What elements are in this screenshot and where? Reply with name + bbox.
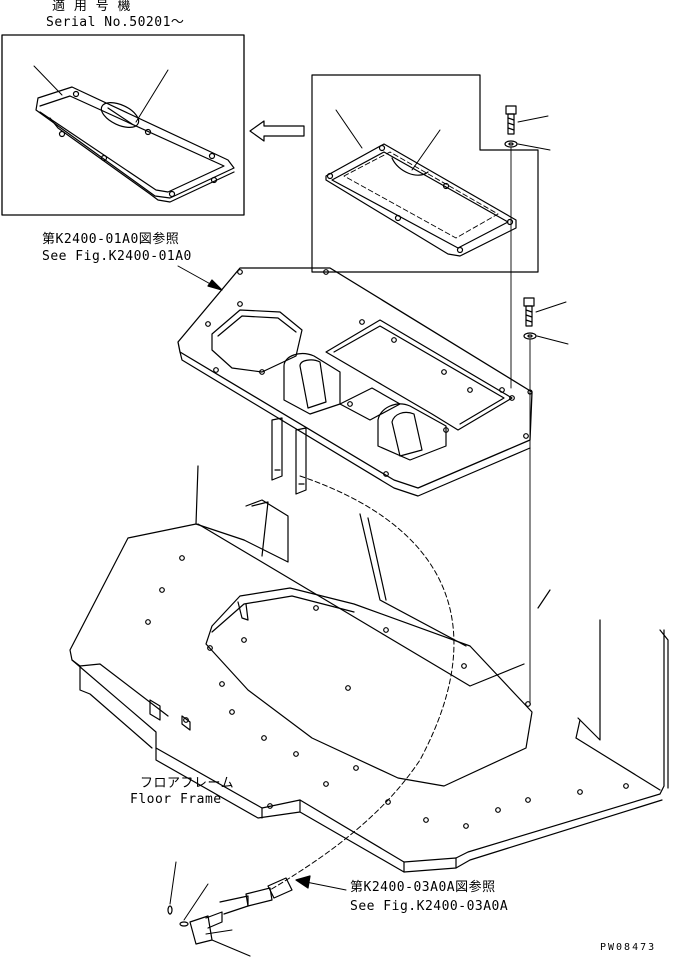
floor-frame-label-jp: フロアフレーム [140,776,235,791]
upper-floor-plate [178,268,532,496]
lower-reference-en[interactable]: See Fig.K2400-03A0A [350,899,509,914]
bolt-upper [506,106,548,134]
upper-reference-en[interactable]: See Fig.K2400-01A0 [42,249,192,264]
applicable-serial-number: Serial No.50201～ [46,15,185,30]
floor-frame-label-en: Floor Frame [130,792,222,807]
applicable-serial-title: 適 用 号 機 [52,0,131,14]
lower-ref-arrow [296,876,346,890]
inspection-cover-variant [34,66,234,202]
control-cable [168,476,454,956]
washer-lower [524,333,568,704]
lower-reference-jp[interactable]: 第K2400-03A0A図参照 [350,880,496,895]
inspection-cover [326,110,516,256]
floor-frame [70,466,668,872]
upper-ref-arrow [178,266,222,290]
washer-upper [505,141,550,388]
drawing-code: PW08473 [600,942,657,953]
current-cover-box [312,75,538,272]
upper-reference-jp[interactable]: 第K2400-01A0図参照 [42,232,180,247]
bolt-lower [524,298,566,326]
serial-variant-inset [2,35,244,215]
variant-arrow [250,121,304,141]
